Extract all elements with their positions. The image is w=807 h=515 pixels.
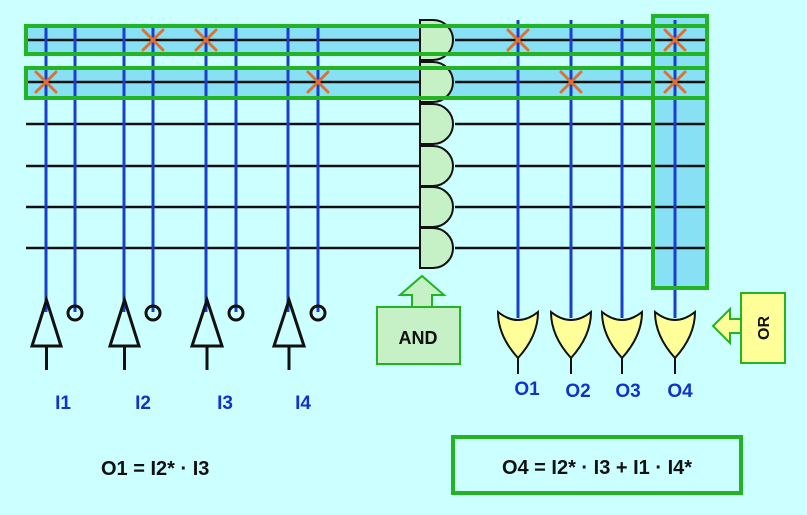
and-gate-1 xyxy=(419,19,454,61)
output-label-o4: O4 xyxy=(667,381,693,402)
or-gate-3 xyxy=(600,309,644,374)
connection-cross xyxy=(141,28,165,52)
connection-cross xyxy=(506,28,530,52)
and-gate-column xyxy=(419,19,454,269)
or-gate-1 xyxy=(496,309,540,374)
input-buffer-1 xyxy=(29,295,84,370)
inverter-bubble xyxy=(66,304,84,322)
input-buffer-4 xyxy=(271,295,327,370)
input-label-i2: I2 xyxy=(135,393,151,414)
input-labels: I1 I2 I3 I4 xyxy=(55,393,311,414)
and-gate-4 xyxy=(419,145,454,187)
and-gate-3 xyxy=(419,103,454,145)
input-label-i3: I3 xyxy=(217,393,233,414)
or-label: OR xyxy=(756,316,773,340)
and-callout: AND xyxy=(376,274,461,365)
output-label-o3: O3 xyxy=(615,381,640,402)
connection-cross xyxy=(663,28,687,52)
output-label-o2: O2 xyxy=(565,381,590,402)
connection-cross xyxy=(194,28,218,52)
input-buffers xyxy=(29,295,327,370)
and-label: AND xyxy=(399,328,438,348)
input-label-i4: I4 xyxy=(295,393,311,414)
connection-cross xyxy=(663,70,687,94)
output-label-o1: O1 xyxy=(514,379,540,400)
connection-cross xyxy=(306,70,330,94)
or-callout: OR xyxy=(711,292,786,364)
or-label-box xyxy=(740,292,786,364)
and-arrow-icon xyxy=(397,274,447,308)
or-gate-row xyxy=(496,309,697,374)
output-labels: O1 O2 O3 O4 xyxy=(514,379,693,402)
highlight-column-o4 xyxy=(653,16,707,288)
or-arrow-icon xyxy=(711,306,742,346)
and-label-box xyxy=(376,306,461,365)
and-gate-5 xyxy=(419,186,454,228)
input-buffer-2 xyxy=(107,295,162,370)
connection-cross xyxy=(34,70,58,94)
highlight-column-o4-outline xyxy=(651,14,709,290)
and-gate-2 xyxy=(419,61,454,103)
connection-crosses xyxy=(34,28,687,94)
equation-o1: O1 = I2* · I3 xyxy=(101,458,209,480)
input-buffer-3 xyxy=(189,295,245,370)
or-gate-2 xyxy=(549,309,593,374)
highlight-outlines xyxy=(24,14,709,290)
input-wires xyxy=(44,26,320,312)
product-term-lines xyxy=(26,38,705,250)
and-gate-6 xyxy=(419,227,454,269)
inverter-bubble xyxy=(227,304,245,322)
equation-o4-box xyxy=(451,435,743,495)
equation-o4: O4 = I2* · I3 + I1 · I4* xyxy=(502,457,692,479)
or-gate-4 xyxy=(653,309,697,374)
input-label-i1: I1 xyxy=(55,393,71,414)
inverter-bubble xyxy=(309,304,327,322)
inverter-bubble xyxy=(144,304,162,322)
connection-cross xyxy=(559,70,583,94)
